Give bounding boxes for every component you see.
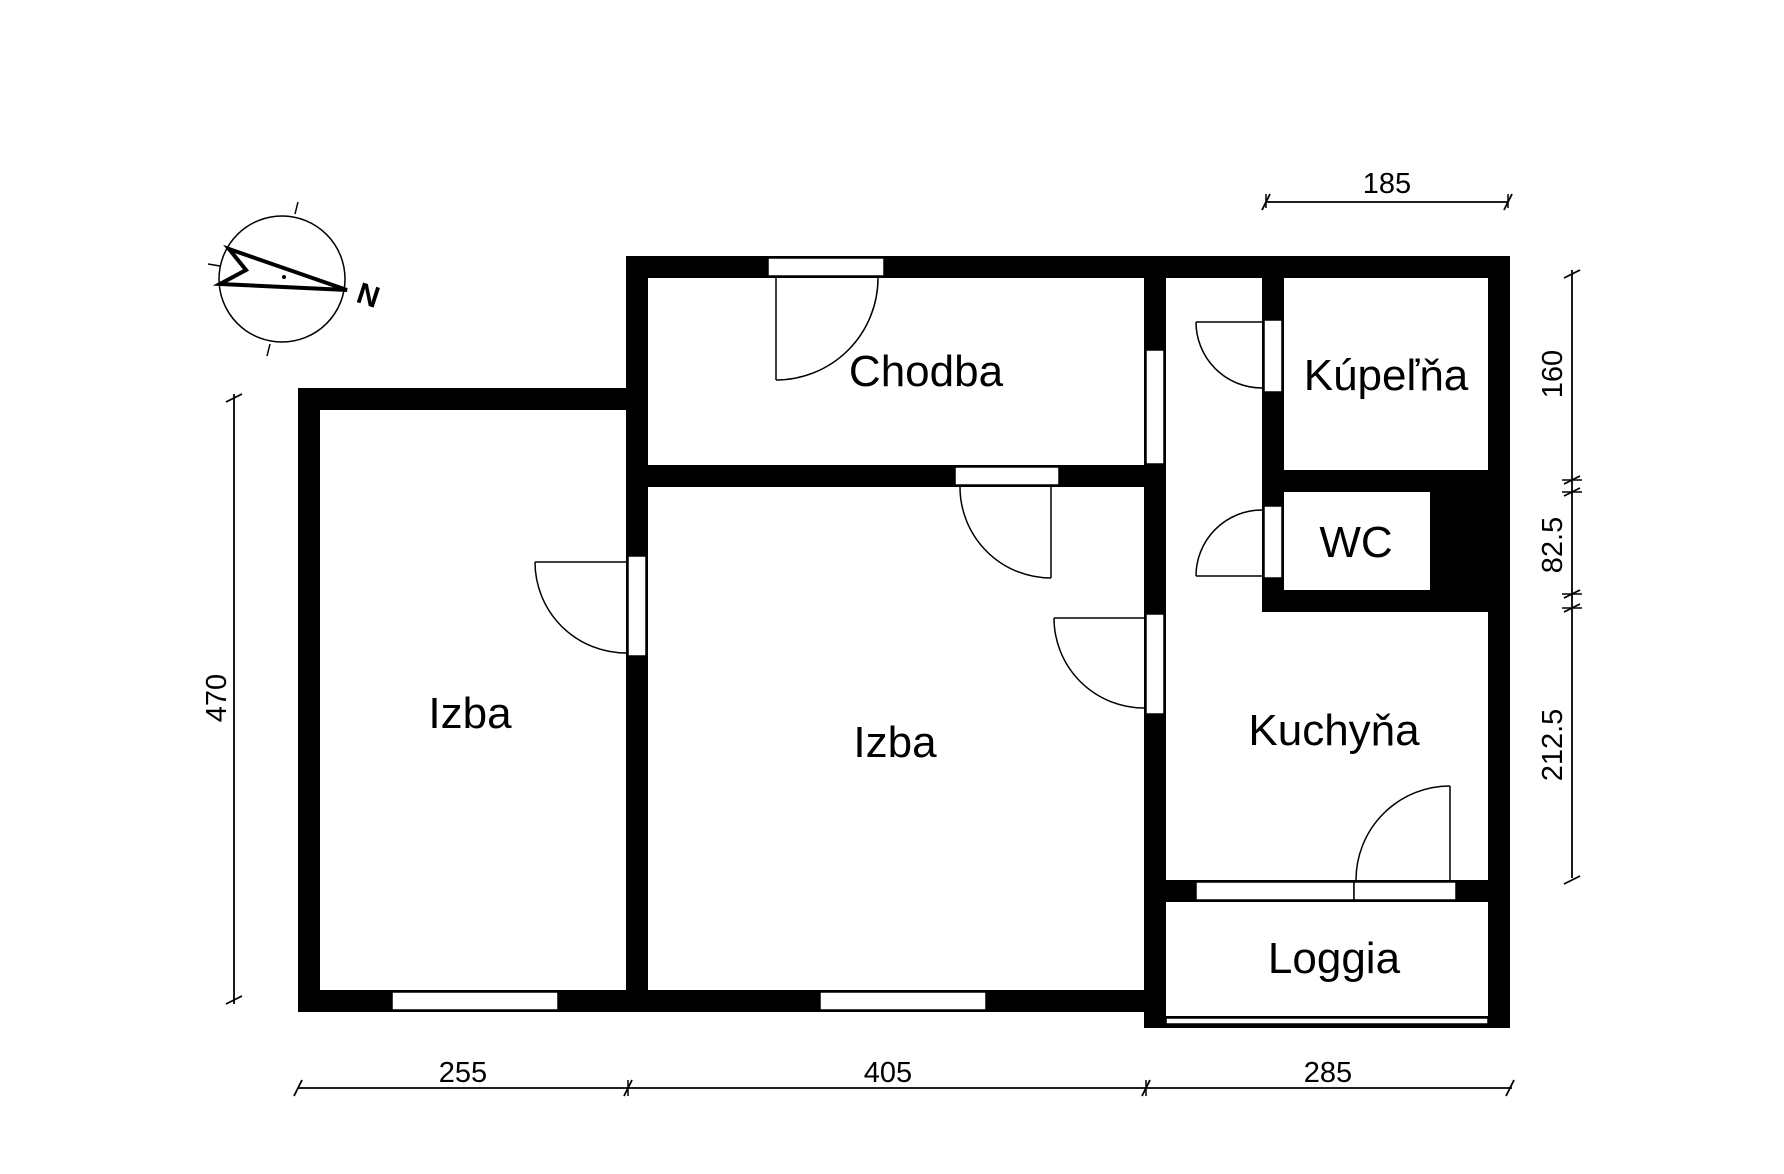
dim-label-left: 470 [201,674,233,722]
dim-tick-left-t [225,393,243,403]
wall-left-upper [626,256,648,410]
wall-top [626,256,1510,278]
compass-center-dot [282,275,286,279]
door-arc-bath [1195,321,1263,389]
wall-left-room-top [298,388,648,410]
compass-tick-bottom [266,343,271,357]
dim-tick-left-b [225,995,243,1005]
room-label-chodba: Chodba [849,347,1004,396]
room-label-izba-left: Izba [428,689,512,738]
dim-label-right-top: 160 [1537,350,1569,398]
dim-label-bottom-mid: 405 [864,1057,912,1089]
window-kitchen-loggia-2 [1353,881,1457,901]
room-label-kuchyna: Kuchyňa [1248,706,1420,755]
compass-tick-left [207,263,221,267]
room-label-wc: WC [1319,518,1392,567]
door-arc-kitchen [1355,785,1451,881]
dim-label-bottom-right: 285 [1304,1057,1352,1089]
window-izba-left-bottom [391,991,559,1011]
door-arc-izba-left [534,561,627,654]
door-swings [534,277,1451,881]
compass-needle [212,244,348,292]
room-label-izba-center: Izba [853,718,937,767]
dim-tick-bottom-4 [1505,1079,1515,1097]
dim-label-right-bottom: 212.5 [1537,709,1569,782]
wall-right [1488,256,1510,1028]
door-arc-izba-center-top [959,486,1052,579]
room-label-loggia: Loggia [1268,934,1401,983]
doorframe-wc [1263,505,1283,579]
wall-wc-shaft [1430,490,1510,612]
wall-bath-bottom [1262,470,1510,492]
compass: N [207,201,384,357]
wall-chodba-bottom [626,465,1166,487]
wall-far-left [298,388,320,1012]
dim-tick-right-6 [1563,875,1581,885]
dim-tick-bottom-1 [293,1079,303,1097]
dim-tick-right-1 [1563,269,1581,279]
doorframe-bath [1263,319,1283,393]
dim-label-bottom-left: 255 [439,1057,487,1089]
window-chodba-top [767,257,885,277]
doorframe-chodba-right [1145,349,1165,465]
openings [391,257,1489,1025]
window-kitchen-loggia-1 [1195,881,1355,901]
doorframe-izba-center-top [954,466,1060,486]
door-arc-wc [1195,509,1263,577]
room-label-kupelna: Kúpeľňa [1304,351,1469,400]
doorframe-izba-left [627,555,647,657]
room-labels: Chodba Kúpeľňa WC Izba Izba Kuchyňa Logg… [428,347,1468,983]
loggia-railing [1165,1017,1489,1025]
window-izba-center-bottom [819,991,987,1011]
door-arc-entrance [775,277,879,381]
compass-tick-top [294,201,299,215]
compass-circle [218,215,346,343]
compass-north-label: N [353,277,384,315]
dim-label-top: 185 [1363,168,1411,200]
dimensions: 185 470 160 82.5 212.5 255 405 285 [201,168,1582,1097]
doorframe-izba-center-right [1145,613,1165,715]
wall-between-izbas [626,388,648,1012]
dim-label-right-mid: 82.5 [1537,517,1569,573]
door-arc-izba-center-right [1053,617,1145,709]
